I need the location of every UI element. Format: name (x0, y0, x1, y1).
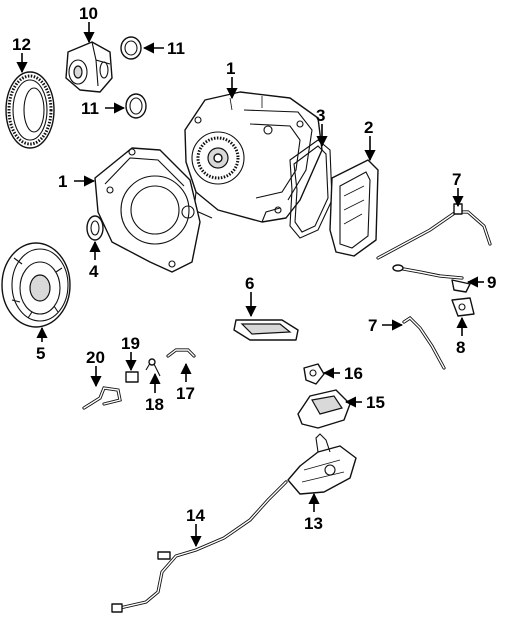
hose-part (166, 348, 196, 358)
housing-seal-part (86, 215, 104, 241)
shifter-base-part (297, 389, 351, 429)
callout-1-case: 1 (226, 59, 235, 78)
callout-20: 20 (86, 348, 105, 367)
callout-7-upper: 7 (452, 170, 461, 189)
callout-3: 3 (316, 106, 325, 125)
callout-14: 14 (186, 506, 205, 525)
callout-6: 6 (245, 274, 254, 293)
callout-9: 9 (487, 273, 496, 292)
callout-11-lower: 11 (81, 99, 99, 118)
transaxle-case-part (184, 91, 323, 223)
differential-case-part (65, 41, 113, 93)
callout-10: 10 (79, 4, 98, 23)
retaining-clip-part (125, 371, 139, 383)
callout-4: 4 (89, 262, 99, 281)
callout-7-lower: 7 (368, 316, 377, 335)
callout-5: 5 (36, 344, 45, 363)
seal-lower-part (125, 93, 147, 119)
callout-15: 15 (366, 393, 385, 412)
torque-converter-part (1, 242, 71, 328)
oil-pipe-part (82, 386, 122, 410)
dipstick-tube-lower-part (402, 315, 446, 370)
converter-housing-part (94, 147, 201, 273)
callout-17: 17 (176, 384, 195, 403)
oil-filter-part (233, 319, 299, 341)
shifter-assembly-part (287, 433, 357, 495)
sensor-part (303, 363, 325, 385)
dipstick-tube-upper-part (376, 203, 492, 260)
seal-upper-part (120, 36, 142, 60)
callout-labels: 1 1 2 3 4 5 6 7 7 8 9 10 11 11 12 13 14 … (12, 4, 496, 533)
cable-bracket-part (392, 264, 471, 293)
callout-2: 2 (364, 118, 373, 137)
callout-12: 12 (12, 35, 31, 54)
callout-19: 19 (121, 334, 140, 353)
shift-cable-part (111, 480, 288, 613)
callout-16: 16 (344, 364, 363, 383)
callout-18: 18 (145, 395, 164, 414)
callout-13: 13 (304, 514, 323, 533)
side-cover-part (329, 159, 379, 257)
ring-gear-part (5, 71, 55, 149)
bolt-part (145, 358, 161, 377)
callout-11-upper: 11 (167, 39, 185, 58)
callout-leaders (16, 22, 484, 548)
callout-8: 8 (456, 338, 465, 357)
mounting-bracket-part (451, 297, 475, 317)
callout-1-housing: 1 (58, 172, 67, 191)
